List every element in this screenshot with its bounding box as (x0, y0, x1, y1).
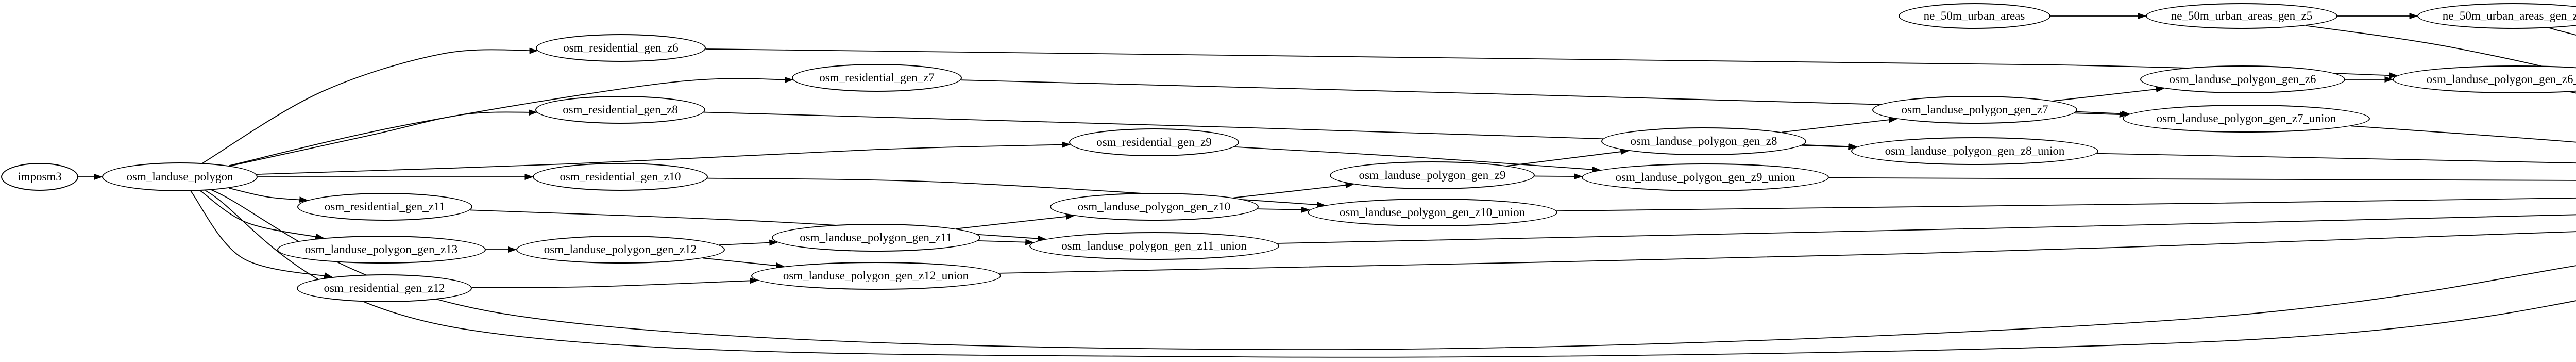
edge-osm_landuse_polygon_gen_z10-to-osm_landuse_polygon_gen_z9 (1233, 182, 1354, 199)
node-osm_landuse_polygon_gen_z8: osm_landuse_polygon_gen_z8 (1601, 127, 1806, 155)
edge-osm_landuse_polygon_gen_z11_union-to-layer-row-z11 (1277, 214, 2576, 244)
edge-osm_landuse_polygon-to-layer-row-z13 (211, 189, 2576, 350)
node-osm_landuse_polygon_gen_z12: osm_landuse_polygon_gen_z12 (516, 236, 725, 264)
edge-osm_landuse_polygon_gen_z9-to-osm_landuse_polygon_gen_z9_union (1534, 173, 1583, 180)
node-osm_landuse_polygon_gen_z9_union: osm_landuse_polygon_gen_z9_union (1582, 163, 1829, 191)
edge-osm_landuse_polygon_gen_z7_union-to-layer-row-z7 (2351, 125, 2576, 143)
edge-osm_landuse_polygon_gen_z11-to-osm_landuse_polygon_gen_z11_union (977, 239, 1035, 245)
node-osm_residential_gen_z10: osm_residential_gen_z10 (533, 163, 708, 191)
node-osm_residential_gen_z11: osm_residential_gen_z11 (297, 193, 472, 221)
node-ne_50m_urban_areas_gen_z4: ne_50m_urban_areas_gen_z4 (2417, 3, 2576, 29)
edge-osm_residential_gen_z10-to-osm_landuse_polygon_gen_z10_union (707, 177, 1326, 208)
edge-osm_landuse_polygon_gen_z6_union-to-layer-row-z6 (2570, 91, 2576, 94)
edge-osm_landuse_polygon_gen_z12_union-to-layer-row-z12 (998, 231, 2576, 274)
edge-osm_landuse_polygon-to-osm_residential_gen_z11 (229, 187, 309, 203)
node-ne_50m_urban_areas_gen_z5: ne_50m_urban_areas_gen_z5 (2146, 3, 2337, 29)
edge-osm_residential_gen_z9-to-osm_landuse_polygon_gen_z9_union (1234, 146, 1601, 173)
node-osm_landuse_polygon_gen_z10: osm_landuse_polygon_gen_z10 (1049, 193, 1259, 221)
node-osm_landuse_polygon_gen_z13: osm_landuse_polygon_gen_z13 (277, 236, 486, 264)
edge-osm_landuse_polygon_gen_z12-to-osm_landuse_polygon_gen_z12_union (703, 257, 785, 269)
edge-osm_landuse_polygon_gen_z8-to-osm_landuse_polygon_gen_z7 (1782, 117, 1898, 133)
node-osm_residential_gen_z12: osm_residential_gen_z12 (297, 274, 472, 302)
node-osm_landuse_polygon: osm_landuse_polygon (102, 162, 258, 191)
node-osm_residential_gen_z6: osm_residential_gen_z6 (536, 34, 706, 62)
node-osm_landuse_polygon_gen_z11_union: osm_landuse_polygon_gen_z11_union (1029, 232, 1279, 260)
edge-osm_landuse_polygon-to-osm_residential_gen_z6 (202, 47, 538, 163)
edge-osm_landuse_polygon-to-osm_landuse_polygon_gen_z13 (200, 190, 325, 240)
edge-osm_residential_gen_z12-to-osm_landuse_polygon_gen_z12_union (471, 277, 759, 288)
edge-osm_landuse_polygon-to-layer-row-z14+ (205, 190, 2576, 358)
node-osm_landuse_polygon_gen_z8_union: osm_landuse_polygon_gen_z8_union (1851, 137, 2098, 165)
edge-ne_50m_urban_areas_gen_z5-to-layer-row-z5 (2306, 25, 2576, 75)
edge-osm_landuse_polygon-to-osm_residential_gen_z7 (228, 77, 793, 167)
node-osm_landuse_polygon_gen_z6: osm_landuse_polygon_gen_z6 (2140, 65, 2345, 93)
node-osm_residential_gen_z9: osm_residential_gen_z9 (1069, 128, 1239, 156)
node-osm_residential_gen_z7: osm_residential_gen_z7 (792, 64, 962, 92)
edge-osm_landuse_polygon_gen_z7-to-osm_landuse_polygon_gen_z6 (2053, 86, 2165, 102)
edge-osm_landuse_polygon_gen_z7-to-osm_landuse_polygon_gen_z7_union (2074, 111, 2128, 118)
node-osm_landuse_polygon_gen_z7: osm_landuse_polygon_gen_z7 (1872, 96, 2077, 124)
edge-osm_landuse_polygon_gen_z10-to-osm_landuse_polygon_gen_z10_union (1257, 206, 1310, 213)
edge-osm_landuse_polygon-to-osm_residential_gen_z9 (256, 141, 1071, 175)
edge-osm_landuse_polygon_gen_z11-to-osm_landuse_polygon_gen_z10 (956, 213, 1075, 229)
node-osm_landuse_polygon_gen_z11: osm_landuse_polygon_gen_z11 (771, 224, 980, 252)
node-imposm3: imposm3 (1, 163, 78, 191)
node-osm_landuse_polygon_gen_z9: osm_landuse_polygon_gen_z9 (1330, 161, 1535, 189)
node-osm_landuse_polygon_gen_z10_union: osm_landuse_polygon_gen_z10_union (1307, 199, 1557, 226)
node-ne_50m_urban_areas: ne_50m_urban_areas (1898, 3, 2050, 29)
edge-osm_landuse_polygon_gen_z8-to-osm_landuse_polygon_gen_z8_union (1803, 143, 1858, 150)
node-osm_residential_gen_z8: osm_residential_gen_z8 (535, 96, 705, 124)
edge-osm_landuse_polygon_gen_z9_union-to-layer-row-z9 (1828, 177, 2576, 181)
edge-osm_landuse_polygon_gen_z9-to-osm_landuse_polygon_gen_z8 (1507, 149, 1630, 167)
edge-osm_landuse_polygon-to-osm_residential_gen_z8 (230, 109, 538, 167)
edge-osm_residential_gen_z6-to-osm_landuse_polygon_gen_z6_union (705, 48, 2398, 79)
edge-osm_landuse_polygon_gen_z8_union-to-layer-row-z8 (2096, 153, 2576, 164)
edge-osm_landuse_polygon-to-osm_residential_gen_z12 (190, 191, 333, 278)
edge-osm_landuse_polygon_gen_z10_union-to-layer-row-z10 (1556, 198, 2576, 211)
edge-ne_50m_urban_areas_gen_z4-to-layer-row-z4 (2549, 27, 2576, 36)
node-osm_landuse_polygon_gen_z7_union: osm_landuse_polygon_gen_z7_union (2123, 105, 2370, 133)
edge-osm_landuse_polygon_gen_z12-to-osm_landuse_polygon_gen_z11 (719, 239, 778, 246)
node-osm_landuse_polygon_gen_z12_union: osm_landuse_polygon_gen_z12_union (751, 262, 1001, 290)
